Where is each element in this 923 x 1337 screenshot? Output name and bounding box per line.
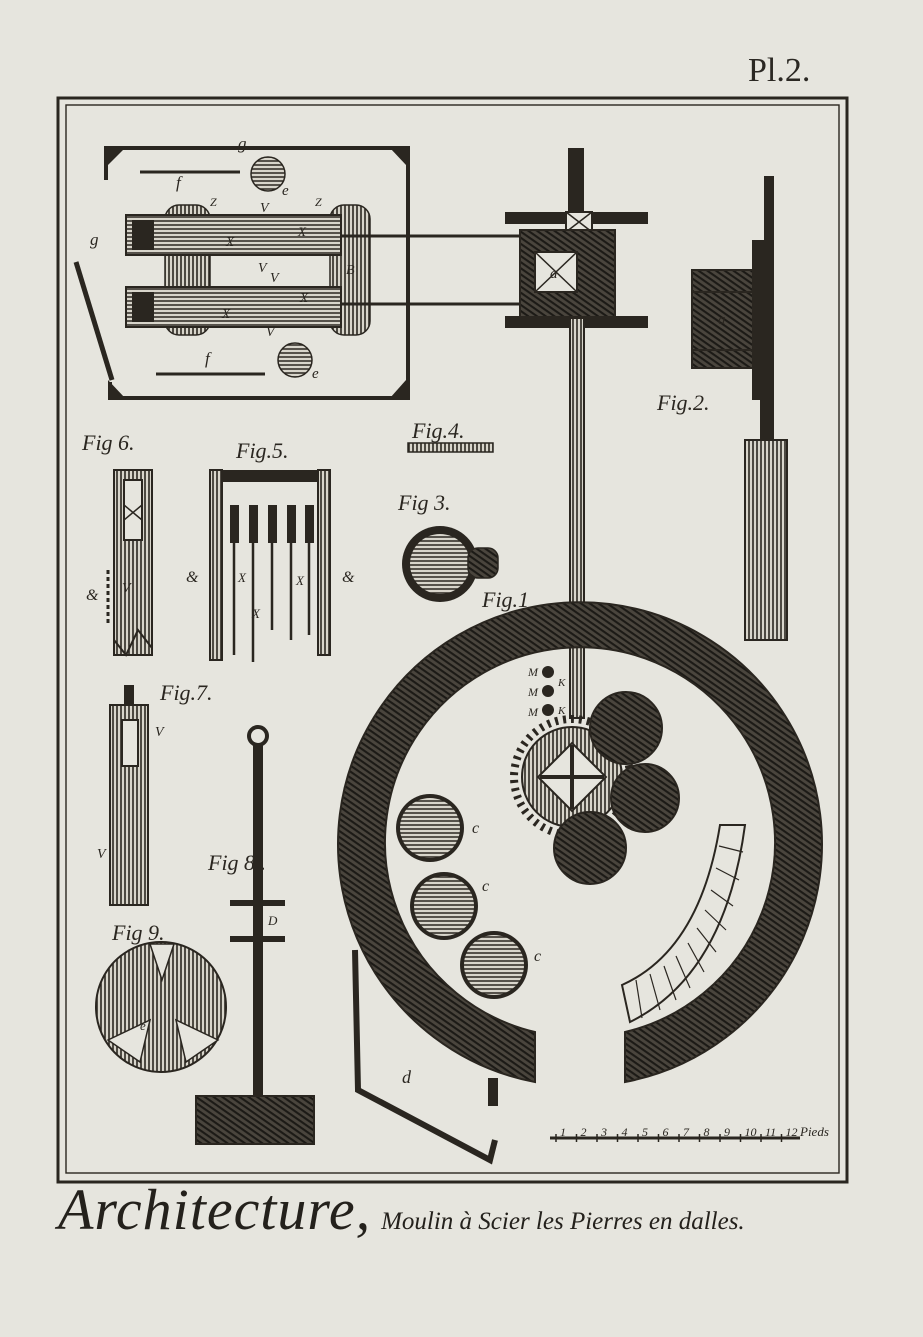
scale-tick-label: 7 <box>683 1125 690 1139</box>
plate-number: Pl.2. <box>748 52 811 89</box>
label-x-fig5-3: X <box>251 606 261 621</box>
fig9-disc <box>95 941 227 1073</box>
label-v-4: V <box>266 325 276 340</box>
label-f-bottom: f <box>205 349 212 368</box>
label-v-fig7-top: V <box>155 725 165 740</box>
label-g-side: g <box>90 230 99 249</box>
scale-tick-label: 1 <box>560 1125 566 1139</box>
outer-border <box>56 96 849 1184</box>
inner-border <box>65 104 840 1174</box>
label-v-1: V <box>260 201 270 216</box>
fig7-title: Fig.7. <box>159 680 213 705</box>
fig1-gear-train <box>510 666 680 885</box>
scale-tick-label: 5 <box>642 1125 648 1139</box>
fig8-rod <box>195 725 315 1145</box>
scale-tick-label: 3 <box>600 1125 607 1139</box>
scale-tick-label: 11 <box>765 1125 776 1139</box>
label-e-fig9: e <box>140 1018 146 1033</box>
scale-tick-label: 4 <box>622 1125 628 1139</box>
fig4-bar <box>407 442 494 453</box>
plate-caption: Architecture, Moulin à Scier les Pierres… <box>58 1176 898 1243</box>
label-a-fig2: a <box>718 312 726 328</box>
fig5-blade-frame <box>209 469 331 662</box>
label-c-3: c <box>534 948 541 965</box>
fig6-title: Fig 6. <box>81 430 135 455</box>
scale-tick-label: 10 <box>745 1125 757 1139</box>
label-x-2: X <box>297 224 307 239</box>
scale-tick-label: 12 <box>786 1125 798 1139</box>
fig4-title: Fig.4. <box>411 418 465 443</box>
scale-tick-label: 6 <box>663 1125 669 1139</box>
label-b: B <box>346 263 355 278</box>
fig3-title: Fig 3. <box>397 490 451 515</box>
scale-tick-label: 2 <box>581 1125 587 1139</box>
label-g-top: g <box>238 134 247 153</box>
label-x-3: X <box>221 306 231 321</box>
caption-title: Architecture, <box>58 1177 372 1242</box>
label-m-3: M <box>527 705 539 719</box>
label-x-1: X <box>225 234 235 249</box>
label-v-2: V <box>258 261 268 276</box>
fig1-mill-ring <box>337 601 823 1165</box>
label-amp-fig6: & <box>86 587 99 604</box>
label-x-4: X <box>299 290 309 305</box>
label-m-1: M <box>527 665 539 679</box>
label-k-1: K <box>557 677 566 689</box>
label-amp-fig5-right: & <box>342 569 355 586</box>
label-v-fig7-bottom: V <box>97 847 107 862</box>
label-e-top: e <box>282 183 289 199</box>
label-z-2: Z <box>315 195 322 209</box>
fig3-wheel <box>402 526 499 602</box>
fig5-title: Fig.5. <box>235 438 289 463</box>
label-f-top: f <box>176 173 183 192</box>
fig1-title: Fig.1 <box>481 587 529 612</box>
fig9-title: Fig 9. <box>111 920 165 945</box>
label-x-fig5-2: X <box>295 573 305 588</box>
scale-tick-label: 9 <box>724 1125 730 1139</box>
fig2-title: Fig.2. <box>656 390 710 415</box>
label-e-bottom: e <box>312 366 319 382</box>
label-k-2: K <box>557 705 566 717</box>
scale-unit: Pieds <box>799 1124 829 1139</box>
label-z-1: Z <box>210 195 217 209</box>
fig6-saw-detail <box>106 469 153 657</box>
label-a-gearbox: a <box>550 266 558 282</box>
label-d-fig8: D <box>267 913 278 928</box>
label-v-3: V <box>270 271 280 286</box>
label-x-fig5-1: X <box>237 570 247 585</box>
fig7-guide <box>109 685 149 906</box>
scale-tick-label: 8 <box>704 1125 710 1139</box>
fig2-elevation <box>691 176 788 641</box>
label-v-fig6: V <box>122 581 132 596</box>
label-m-2: M <box>527 685 539 699</box>
fig1-millstones <box>396 794 528 999</box>
label-c-1: c <box>472 820 479 837</box>
saw-frame-plan <box>73 146 520 400</box>
label-c-2: c <box>482 878 489 895</box>
label-amp-fig5-left: & <box>186 569 199 586</box>
label-d-channel: d <box>402 1067 412 1087</box>
caption-subtitle: Moulin à Scier les Pierres en dalles. <box>381 1208 745 1235</box>
